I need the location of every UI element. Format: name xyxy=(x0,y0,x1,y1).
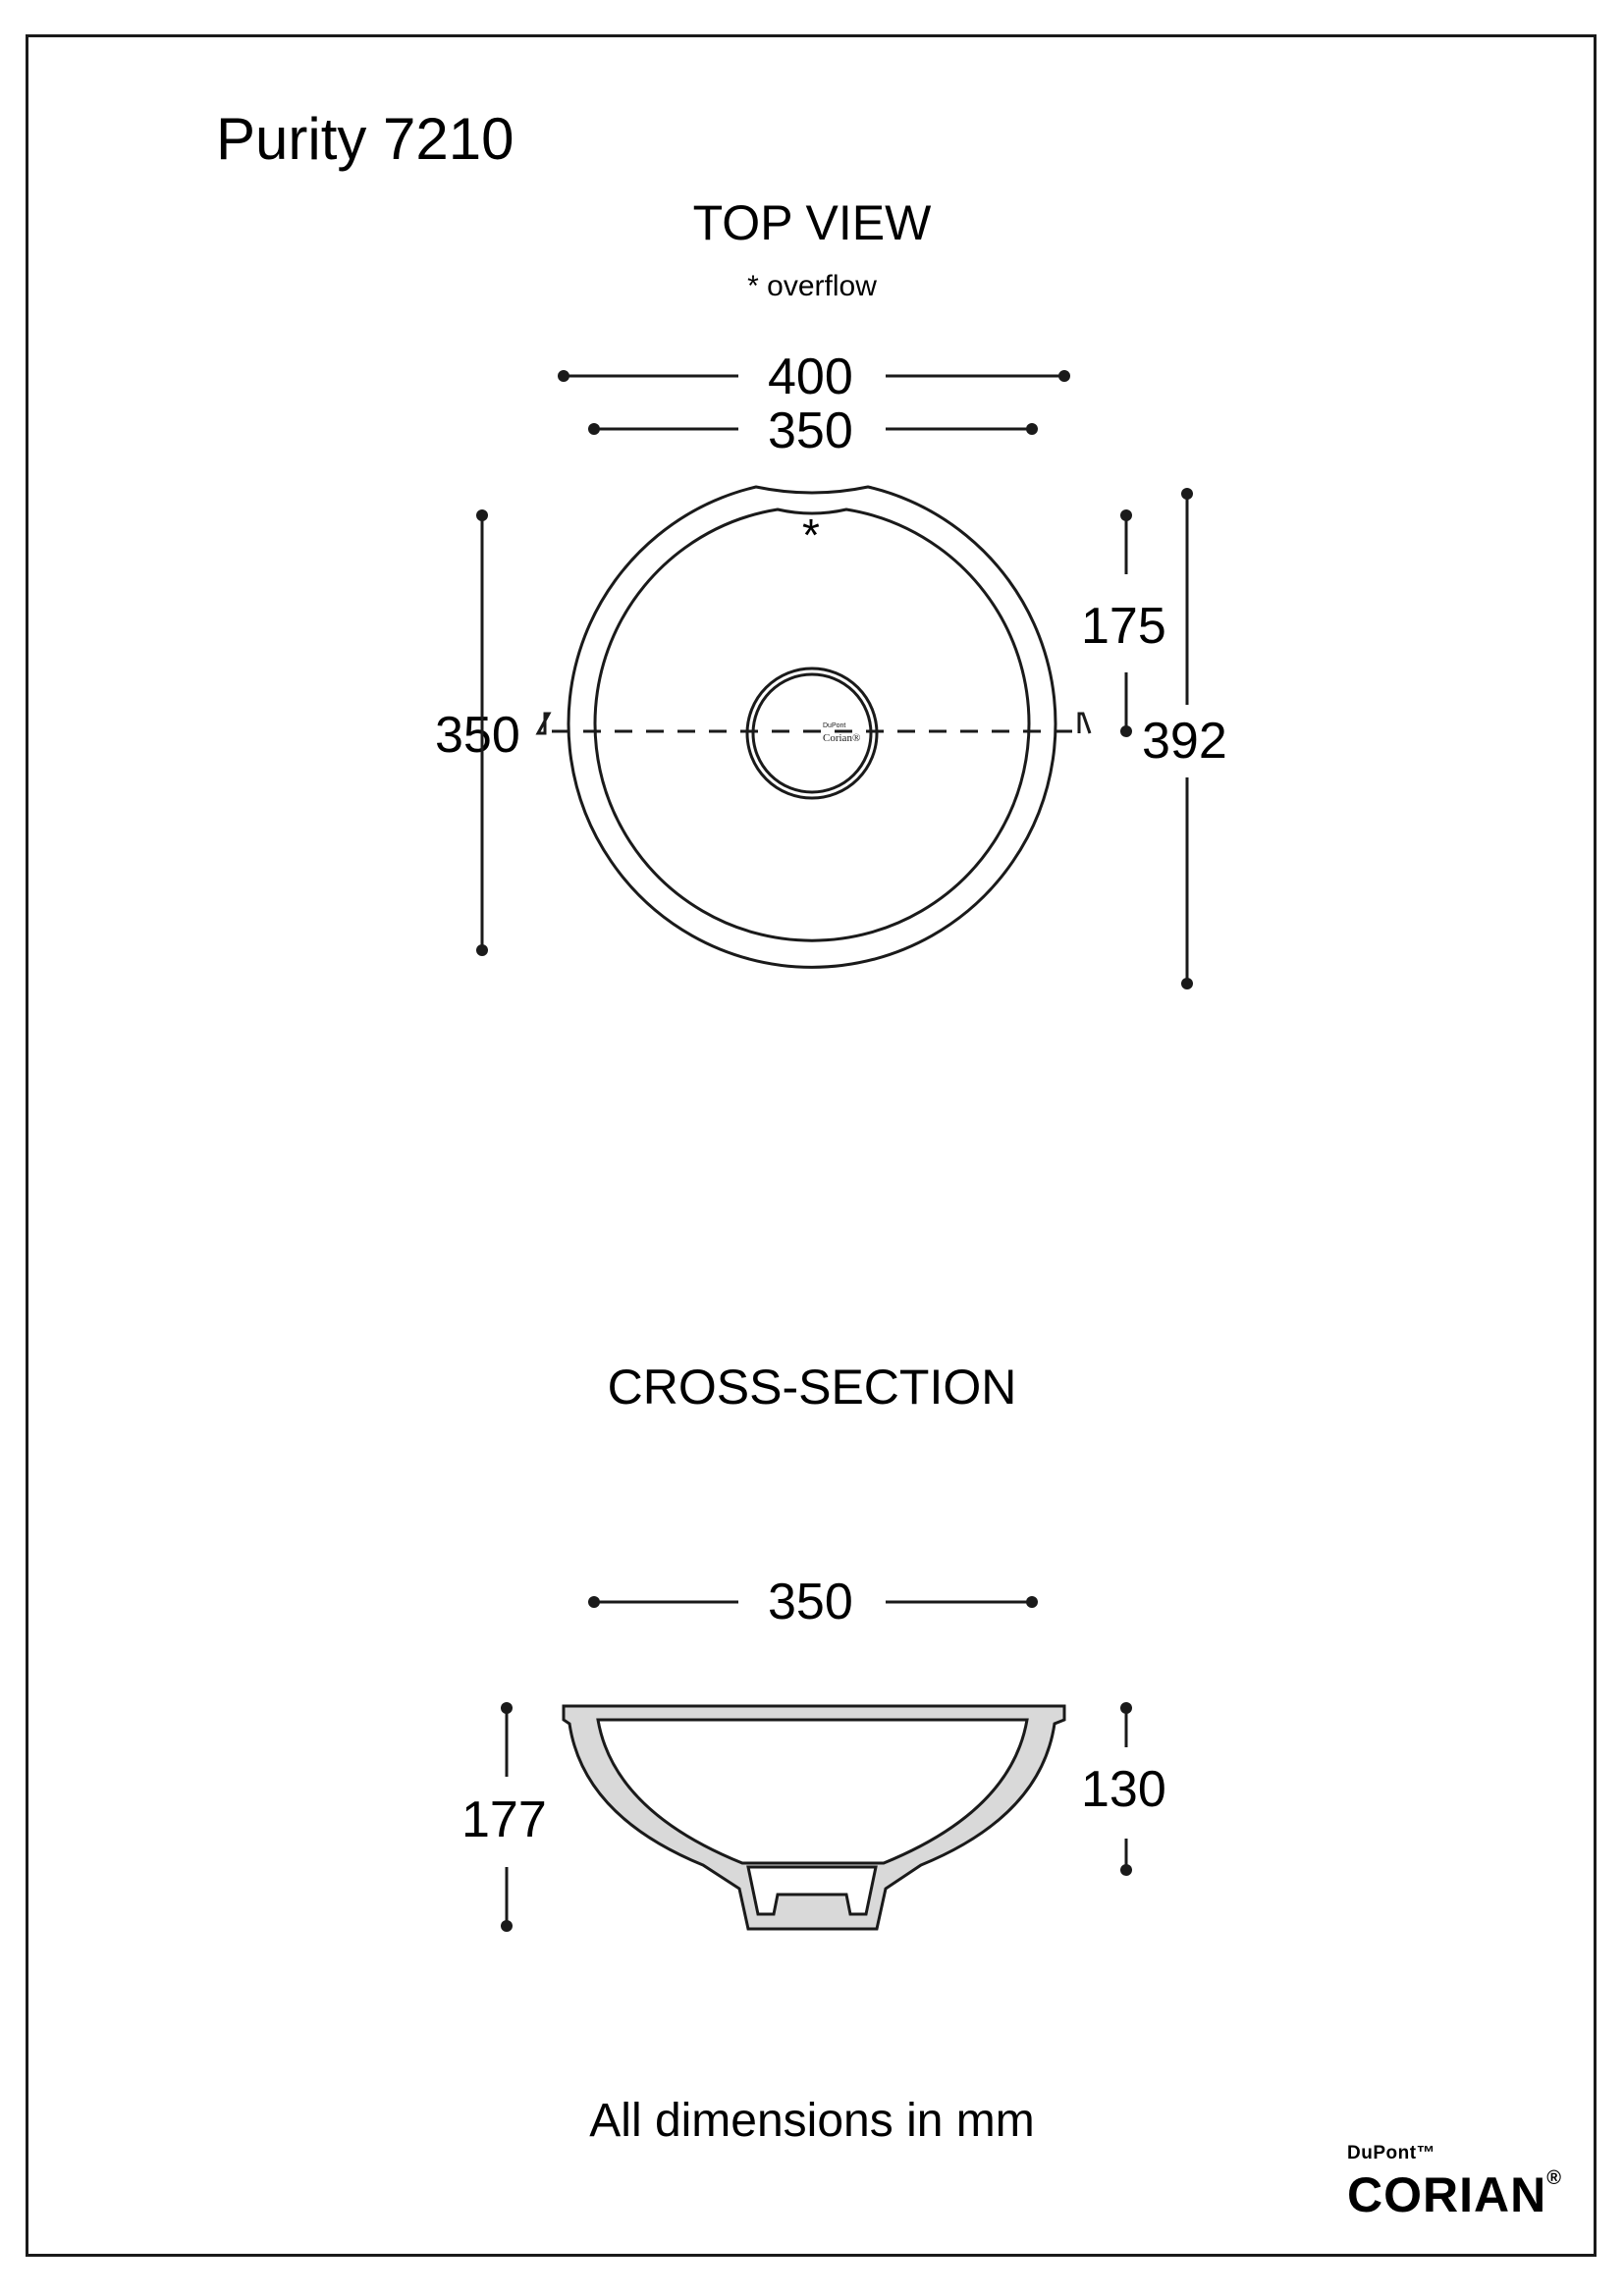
drain-logo-top: DuPont xyxy=(823,722,845,729)
corian-wordmark: CORIAN® xyxy=(1347,2166,1562,2223)
drain-outer xyxy=(745,667,879,800)
product-title: Purity 7210 xyxy=(216,106,514,172)
section-marker-left xyxy=(535,712,552,735)
dim-right-total-label: 392 xyxy=(1142,713,1227,770)
corian-logo: DuPont™ CORIAN® xyxy=(1347,2143,1562,2223)
dim-total-height-label: 177 xyxy=(461,1791,547,1848)
drain-inner xyxy=(751,672,873,794)
top-view-heading: TOP VIEW xyxy=(692,195,932,250)
dim-outer-width-label: 400 xyxy=(768,348,853,405)
dim-bowl-depth-label: 130 xyxy=(1081,1761,1166,1818)
registered-mark: ® xyxy=(1546,2167,1562,2189)
cross-section-heading: CROSS-SECTION xyxy=(607,1360,1017,1415)
dim-section-width-label: 350 xyxy=(768,1574,853,1630)
drawing-frame xyxy=(26,34,1597,2257)
dim-inner-width-label: 350 xyxy=(768,402,853,459)
basin-outer-rim xyxy=(567,485,1057,969)
section-marker-right xyxy=(1077,712,1092,734)
units-footer: All dimensions in mm xyxy=(589,2095,1035,2147)
dupont-wordmark: DuPont™ xyxy=(1347,2143,1436,2163)
dimension-end-points xyxy=(476,370,1193,1932)
drain-logo-bottom: Corian® xyxy=(823,732,860,744)
basin-section-inner xyxy=(596,1718,1029,1865)
overflow-note: * overflow xyxy=(747,270,877,302)
basin-inner-bowl xyxy=(593,507,1031,942)
dim-left-height-label: 350 xyxy=(435,707,520,764)
drain-section xyxy=(746,1865,878,1916)
overflow-mark-top: * xyxy=(802,509,820,561)
dim-right-half-label: 175 xyxy=(1081,598,1166,655)
corian-name: CORIAN xyxy=(1347,2167,1547,2222)
